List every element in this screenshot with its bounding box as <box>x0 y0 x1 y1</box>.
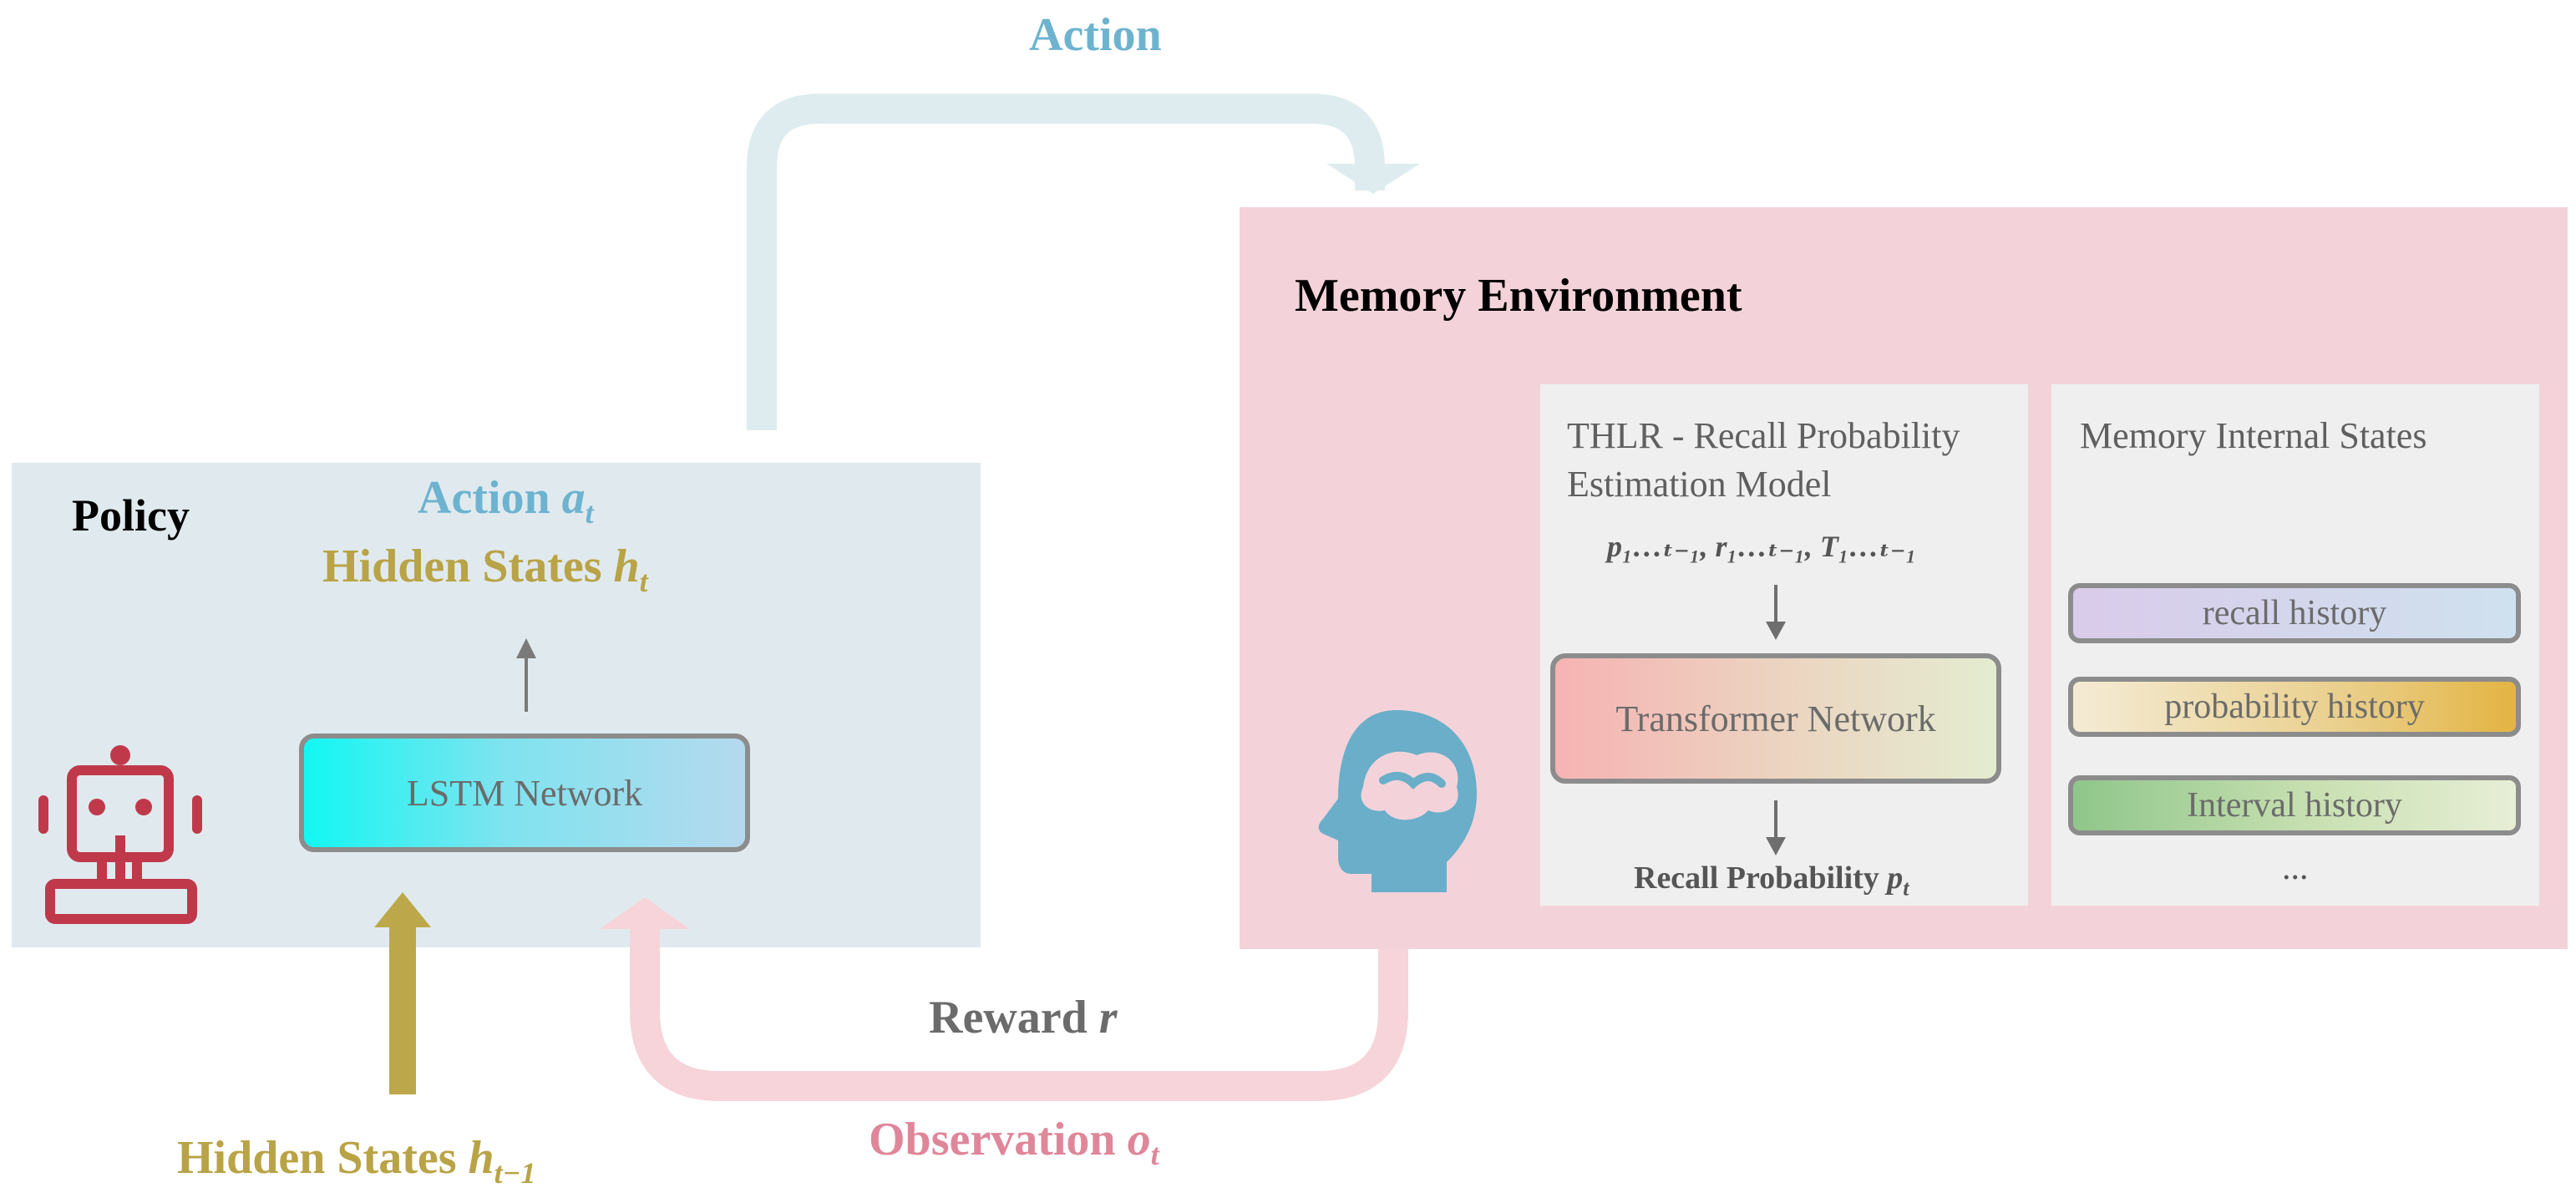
action-symbol: a <box>561 472 586 524</box>
reward-text: Reward <box>929 992 1088 1043</box>
action-arrow <box>747 94 1385 430</box>
thlr-title-line1: THLR - Recall Probability <box>1567 415 1960 456</box>
reward-symbol: r <box>1098 992 1118 1043</box>
hidden-symbol: h <box>613 541 640 592</box>
action-label: Action <box>1029 9 1162 61</box>
lstm-network-node: LSTM Network <box>299 734 750 852</box>
memory-environment-title: Memory Environment <box>1295 270 1742 322</box>
action-arrowhead <box>1326 164 1420 194</box>
history-ellipsis: ... <box>2282 849 2309 887</box>
lstm-output-arrowhead <box>516 638 536 658</box>
recall-subscript: t <box>1903 876 1909 901</box>
head-icon <box>1318 710 1477 892</box>
recall-probability-label: Recall Probability pt <box>1634 862 1909 900</box>
probability-history-box: probability history <box>2068 677 2521 737</box>
action-output-text: Action <box>418 472 550 524</box>
hidden-input-symbol: h <box>468 1132 494 1184</box>
transformer-network-node: Transformer Network <box>1550 653 2001 784</box>
hidden-output-label: Hidden States ht <box>322 543 648 596</box>
hidden-input-text: Hidden States <box>177 1132 457 1184</box>
memory-internal-states-title: Memory Internal States <box>2080 415 2427 456</box>
observation-text: Observation <box>869 1114 1116 1165</box>
observation-symbol: o <box>1127 1114 1151 1165</box>
reward-label: Reward r <box>929 994 1118 1041</box>
interval-history-box: Interval history <box>2068 775 2521 835</box>
observation-subscript: t <box>1150 1138 1159 1172</box>
thlr-model-panel <box>1540 384 2028 906</box>
hidden-input-arrow <box>389 926 416 1094</box>
thlr-title-line2: Estimation Model <box>1567 464 1832 505</box>
robot-icon <box>38 745 202 924</box>
action-output-label: Action at <box>418 475 594 528</box>
thlr-input-arrowhead <box>1766 622 1786 640</box>
policy-panel <box>12 463 981 947</box>
hidden-input-subscript: t−1 <box>494 1156 536 1190</box>
thlr-output-arrowhead <box>1766 837 1786 855</box>
hidden-input-label: Hidden States ht−1 <box>177 1135 535 1188</box>
observation-label: Observation ot <box>869 1116 1159 1170</box>
policy-title: Policy <box>72 490 190 541</box>
hidden-input-arrowhead <box>374 892 431 927</box>
recall-probability-text: Recall Probability <box>1634 860 1879 896</box>
observation-arrowhead <box>600 897 690 929</box>
recall-history-box: recall history <box>2068 583 2521 643</box>
hidden-output-text: Hidden States <box>322 541 602 592</box>
hidden-subscript: t <box>639 565 648 599</box>
thlr-inputs: p₁…ₜ₋₁, r₁…ₜ₋₁, T₁…ₜ₋₁ <box>1607 530 1917 563</box>
recall-symbol: p <box>1887 860 1904 896</box>
observation-arrow <box>630 929 1408 1101</box>
action-subscript: t <box>585 496 594 531</box>
